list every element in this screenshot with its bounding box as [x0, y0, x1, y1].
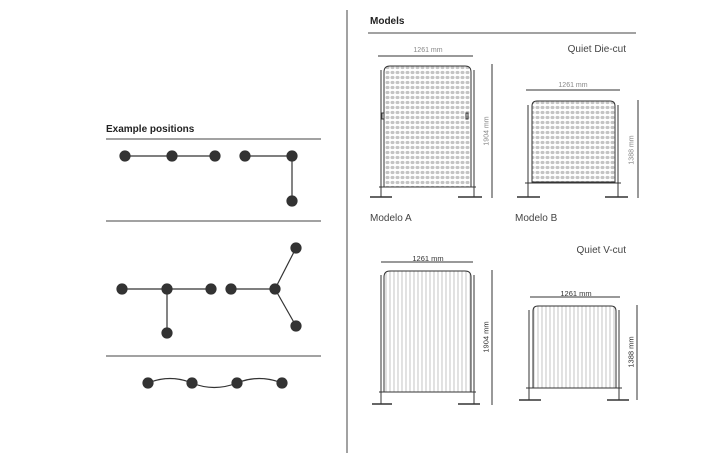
- position-l-shape: [239, 150, 298, 207]
- position-straight: [119, 150, 221, 162]
- models-heading: Models: [370, 16, 405, 27]
- die-cut-a-width: 1261 mm: [413, 47, 443, 54]
- die-cut-model-b-drawing: [517, 89, 639, 198]
- modelo-b-label: Modelo B: [515, 213, 558, 224]
- v-cut-model-b-drawing: [519, 296, 638, 401]
- die-cut-b-height: 1388 mm: [628, 135, 636, 165]
- v-cut-a-height: 1904 mm: [481, 321, 491, 353]
- v-cut-a-width: 1261 mm: [412, 254, 444, 263]
- die-cut-model-a-drawing: [370, 55, 493, 198]
- position-wave: [142, 377, 288, 389]
- die-cut-b-width: 1261 mm: [558, 82, 588, 89]
- v-cut-model-a-drawing: [372, 261, 493, 405]
- die-cut-title: Quiet Die-cut: [567, 44, 626, 55]
- position-y-shape: [225, 242, 302, 332]
- v-cut-b-width: 1261 mm: [560, 289, 592, 298]
- position-t-shape: [116, 283, 217, 339]
- die-cut-a-height: 1904 mm: [483, 116, 491, 146]
- modelo-a-label: Modelo A: [370, 213, 412, 224]
- example-positions-heading: Example positions: [106, 124, 195, 135]
- v-cut-b-height: 1388 mm: [626, 336, 636, 368]
- v-cut-title: Quiet V-cut: [576, 245, 626, 256]
